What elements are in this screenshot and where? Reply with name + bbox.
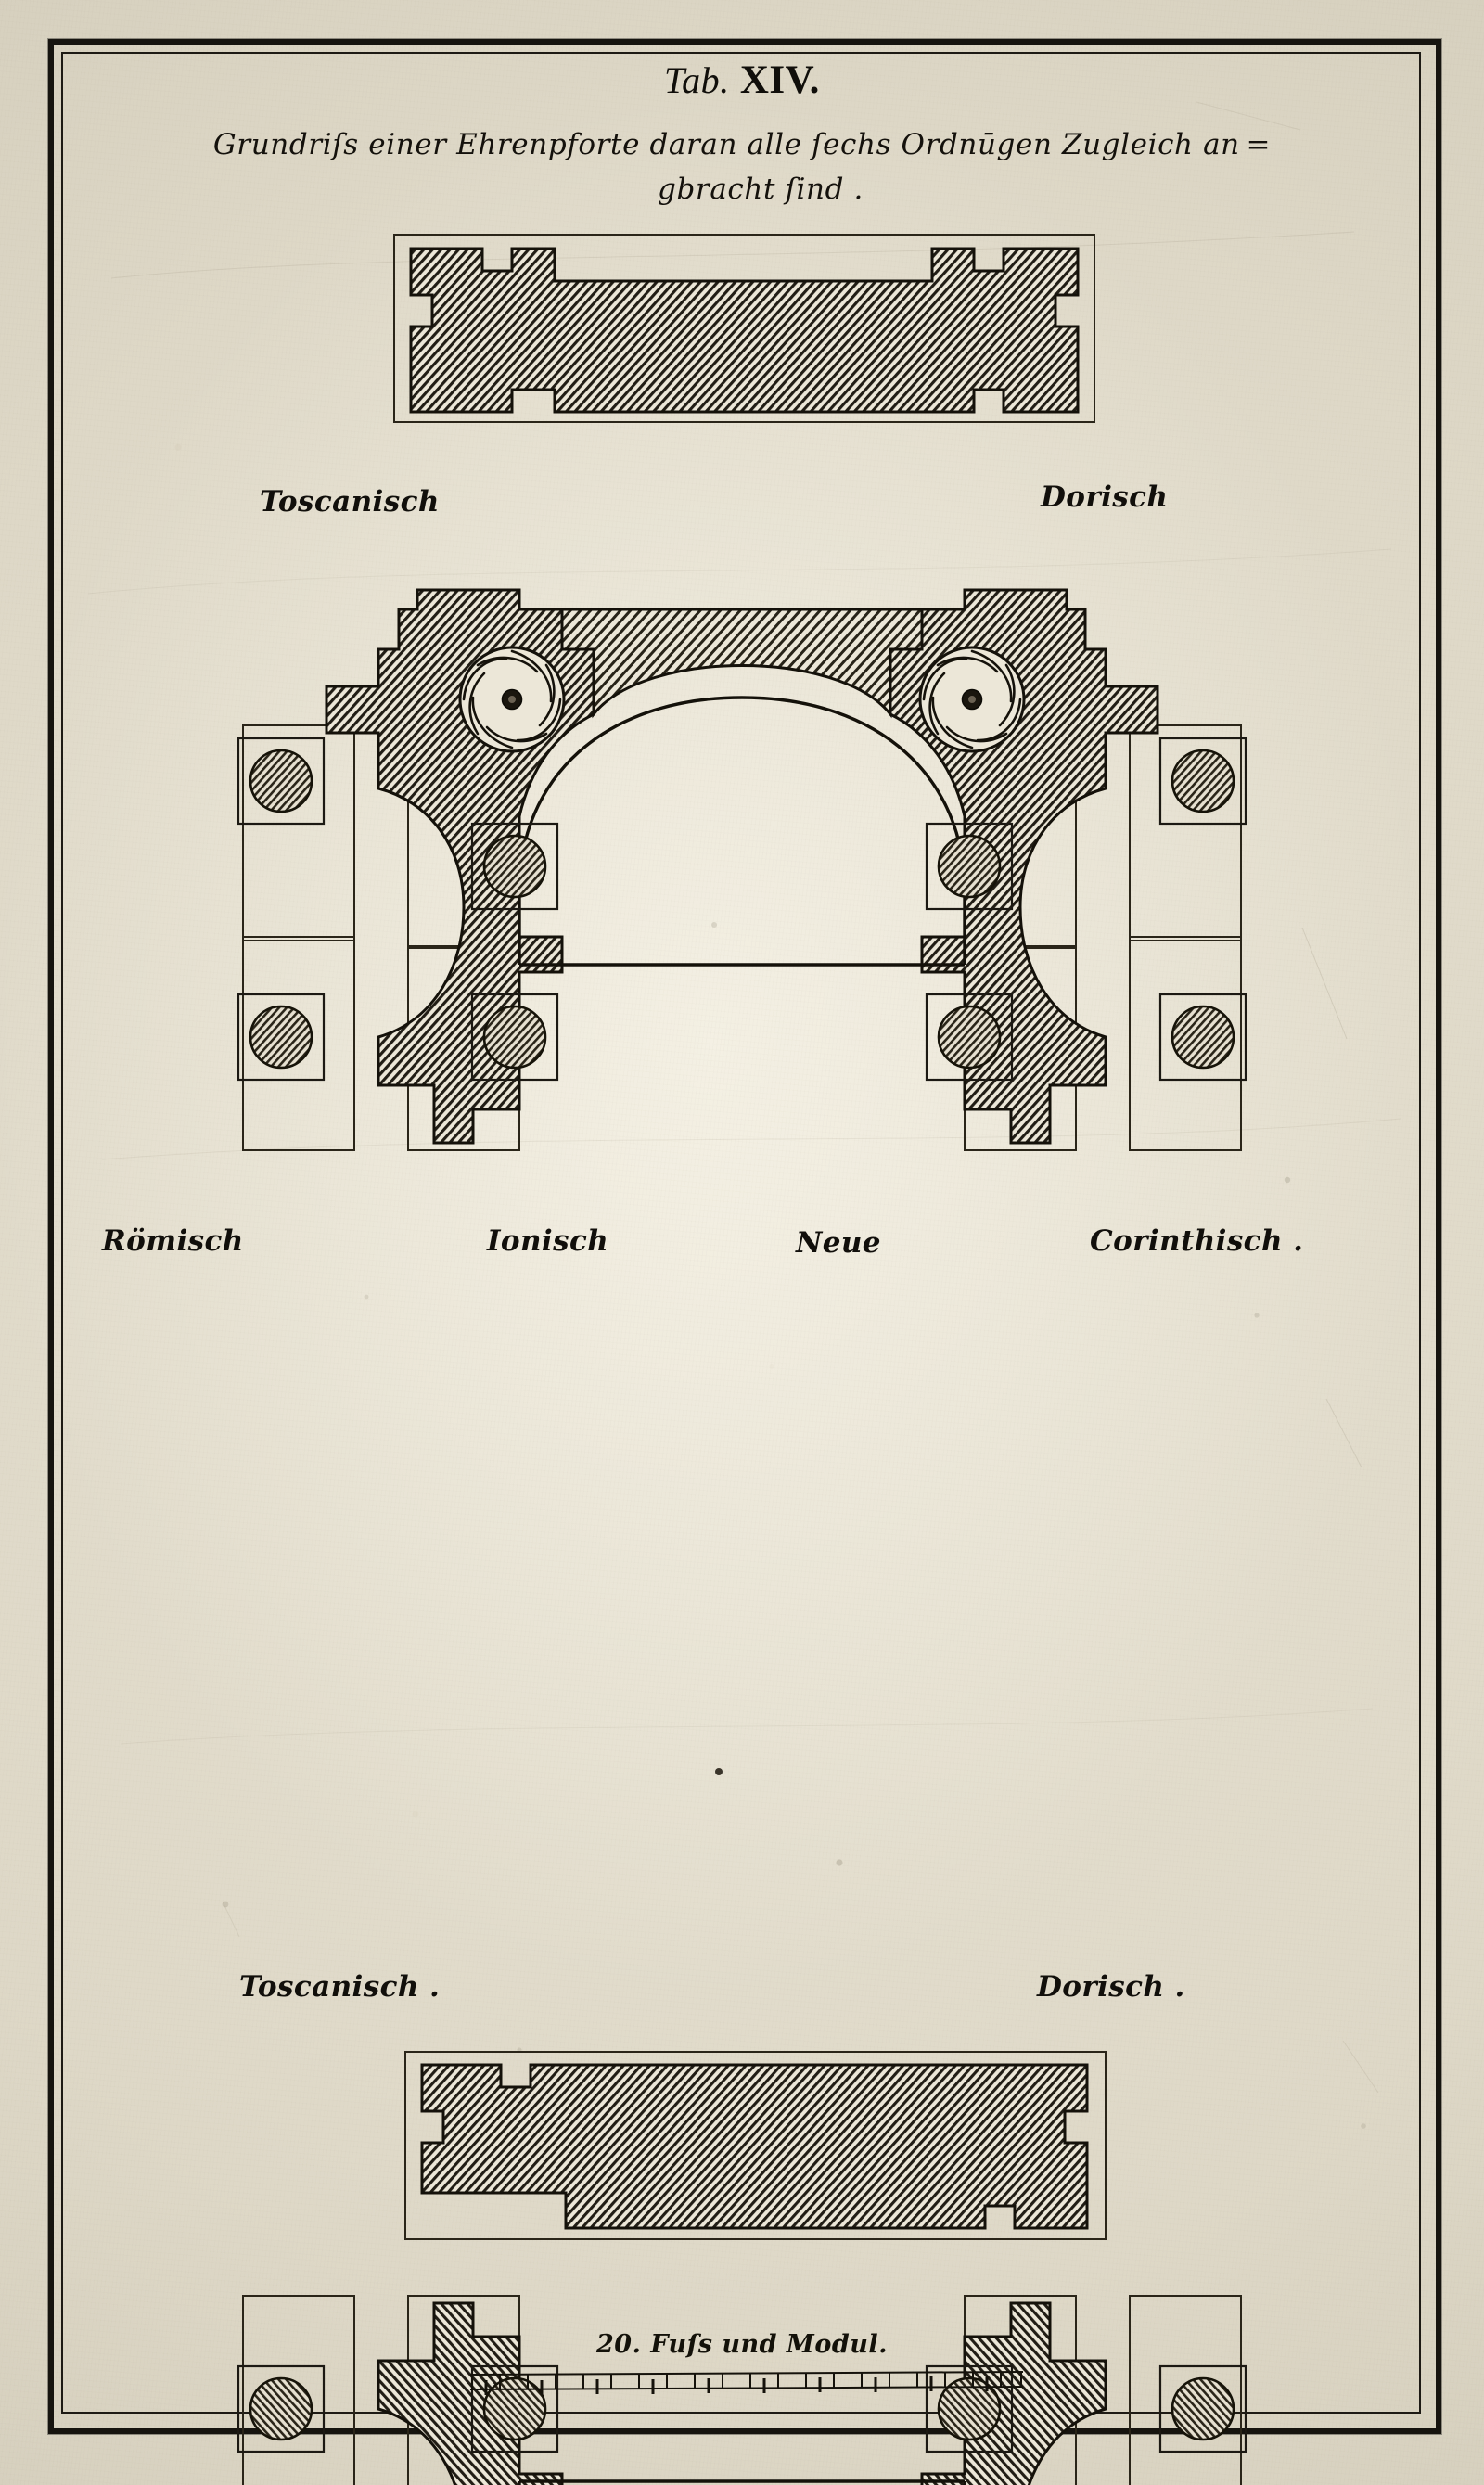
table-number: XIV. xyxy=(739,58,820,102)
scale-caption: 20. Fuſs und Modul. xyxy=(595,2330,888,2359)
order-label-toscanisch-bottom: Toscanisch . xyxy=(239,1970,441,2004)
order-label-neue: Neue xyxy=(796,1226,881,1260)
order-label-dorisch-bottom: Dorisch . xyxy=(1037,1970,1185,2004)
order-label-roemisch: Römisch xyxy=(102,1224,244,1258)
order-label-corinthisch: Corinthisch . xyxy=(1090,1224,1304,1258)
order-label-ionisch: Ionisch xyxy=(487,1224,609,1258)
plate-border-outer xyxy=(48,39,1441,2434)
page-title: Tab. XIV. xyxy=(0,58,1484,103)
caption-line-1: Grundriſs einer Ehrenpforte daran alle ſ… xyxy=(212,128,1272,161)
order-label-toscanisch-top: Toscanisch xyxy=(260,485,440,519)
scale-bar xyxy=(469,2371,1024,2395)
table-label: Tab. xyxy=(664,59,730,101)
order-label-dorisch-top: Dorisch xyxy=(1041,480,1169,514)
caption-line-2: gbracht ſind . xyxy=(658,173,864,206)
plate-border-inner xyxy=(61,52,1421,2414)
